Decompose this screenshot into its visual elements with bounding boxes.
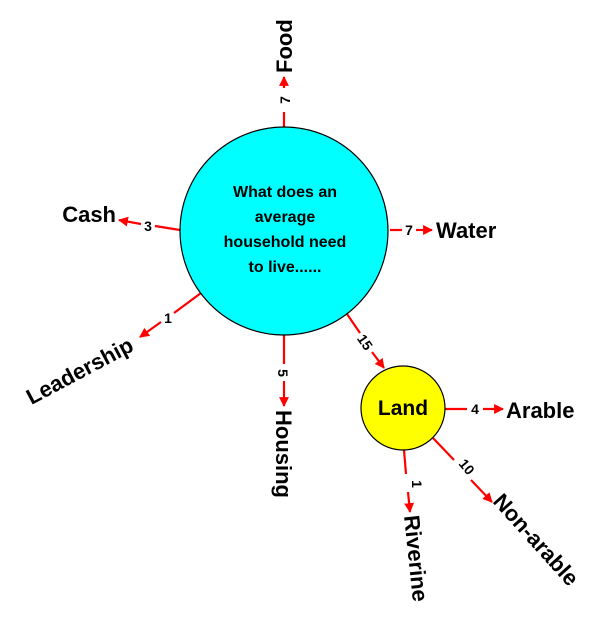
edge-riverine: 1 (402, 449, 425, 513)
edge-arable: 4 (445, 401, 504, 417)
housing-label: Housing (271, 410, 296, 498)
edge-weight-riverine: 1 (409, 480, 425, 488)
leadership-label: Leadership (22, 332, 137, 409)
riverine-label: Riverine (399, 514, 433, 603)
center-node: What does an average household need to l… (179, 126, 389, 336)
center-text-line-1: What does an (233, 184, 337, 201)
edge-leadership: 1 (139, 292, 202, 338)
center-text-line-4: to live...... (249, 259, 322, 276)
edge-non-arable: 10 (432, 437, 493, 503)
edge-weight-cash: 3 (144, 218, 152, 234)
arable-label: Arable (506, 398, 574, 423)
center-circle (179, 126, 389, 336)
edge-weight-leadership: 1 (164, 310, 172, 326)
edge-weight-water: 7 (405, 222, 413, 238)
edge-housing: 5 (275, 335, 291, 407)
non-arable-label: Non-arable (488, 489, 583, 591)
edge-weight-non-arable: 10 (456, 456, 478, 478)
edge-food: 7 (277, 76, 293, 128)
edge-cash: 3 (118, 216, 181, 234)
center-text-line-3: household need (224, 234, 347, 251)
water-label: Water (436, 218, 497, 243)
edge-water: 7 (390, 222, 433, 238)
edge-weight-land: 15 (354, 331, 376, 353)
land-circle (360, 365, 446, 451)
edge-weight-housing: 5 (275, 369, 291, 377)
edge-weight-food: 7 (277, 96, 293, 104)
edge-land: 15 (346, 313, 385, 369)
cash-label: Cash (62, 202, 116, 227)
land-node: Land (360, 365, 446, 451)
center-text-line-2: average (255, 209, 316, 226)
edge-weight-arable: 4 (471, 401, 479, 417)
food-label: Food (272, 19, 297, 73)
land-label: Land (378, 397, 428, 420)
